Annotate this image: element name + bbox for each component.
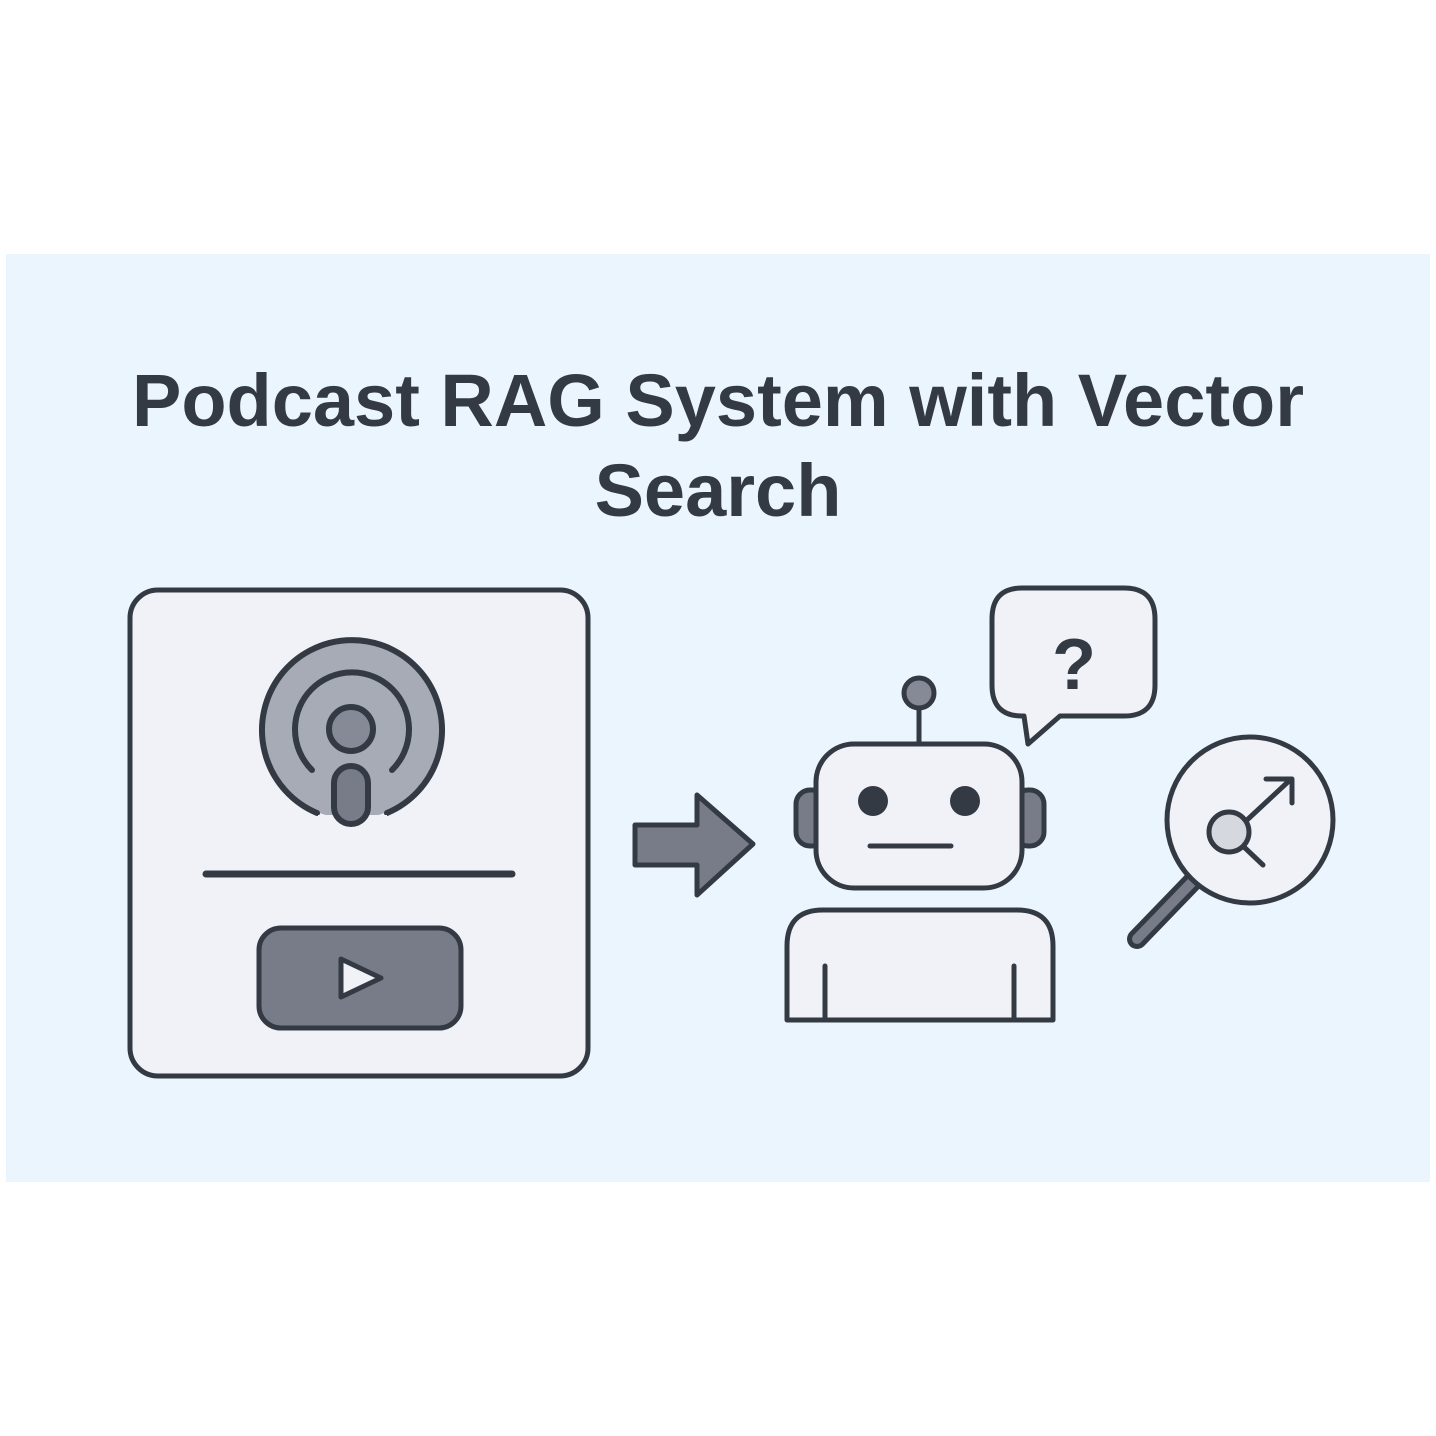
vector-search-icon (1127, 734, 1336, 949)
podcast-icon (259, 637, 445, 827)
robot-eye-right (950, 786, 980, 816)
title-line-2: Search (594, 449, 842, 532)
flow-arrow-icon (632, 792, 756, 898)
robot-icon (784, 675, 1056, 1023)
title-line-1: Podcast RAG System with Vector (131, 359, 1304, 442)
vector-arrow-icon (1244, 777, 1293, 823)
speech-bubble: ? (989, 585, 1158, 747)
play-icon (338, 956, 384, 1000)
page-title: Podcast RAG System with Vector Search (0, 356, 1436, 536)
play-button[interactable] (256, 925, 464, 1031)
question-mark-icon: ? (1052, 625, 1096, 705)
podcast-player-card (127, 587, 591, 1079)
robot-eye-left (858, 786, 888, 816)
